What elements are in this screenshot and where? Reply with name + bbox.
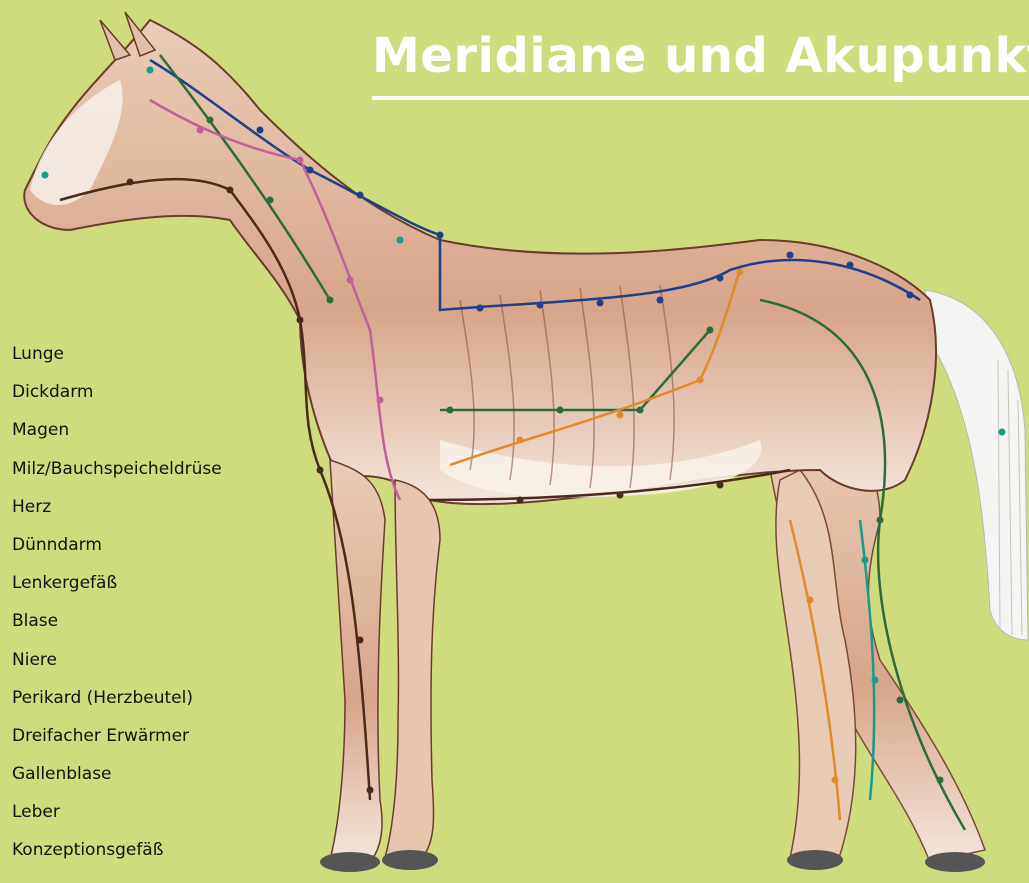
legend-item: Lunge xyxy=(12,341,222,379)
legend-item: Gallenblase xyxy=(12,761,222,799)
legend-item: Perikard (Herzbeutel) xyxy=(12,685,222,723)
legend-item: Blase xyxy=(12,608,222,646)
legend-item: Magen xyxy=(12,417,222,455)
legend-item: Milz/Bauchspeicheldrüse xyxy=(12,456,222,494)
legend-item: Dreifacher Erwärmer xyxy=(12,723,222,761)
legend-item: Dickdarm xyxy=(12,379,222,417)
legend-item: Dünndarm xyxy=(12,532,222,570)
legend-item: Konzeptionsgefäß xyxy=(12,837,222,875)
legend-item: Niere xyxy=(12,647,222,685)
hoof-shape xyxy=(787,850,843,870)
legend-item: Herz xyxy=(12,494,222,532)
tail-shape xyxy=(925,290,1028,640)
front-leg-shape xyxy=(330,460,385,862)
hoof-shape xyxy=(925,852,985,872)
front-leg-shape xyxy=(385,480,440,860)
meridian-legend: Lunge Dickdarm Magen Milz/Bauchspeicheld… xyxy=(12,341,222,876)
hoof-shape xyxy=(320,852,380,872)
hoof-shape xyxy=(382,850,438,870)
legend-item: Lenkergefäß xyxy=(12,570,222,608)
ear-shape xyxy=(100,20,130,60)
legend-item: Leber xyxy=(12,799,222,837)
